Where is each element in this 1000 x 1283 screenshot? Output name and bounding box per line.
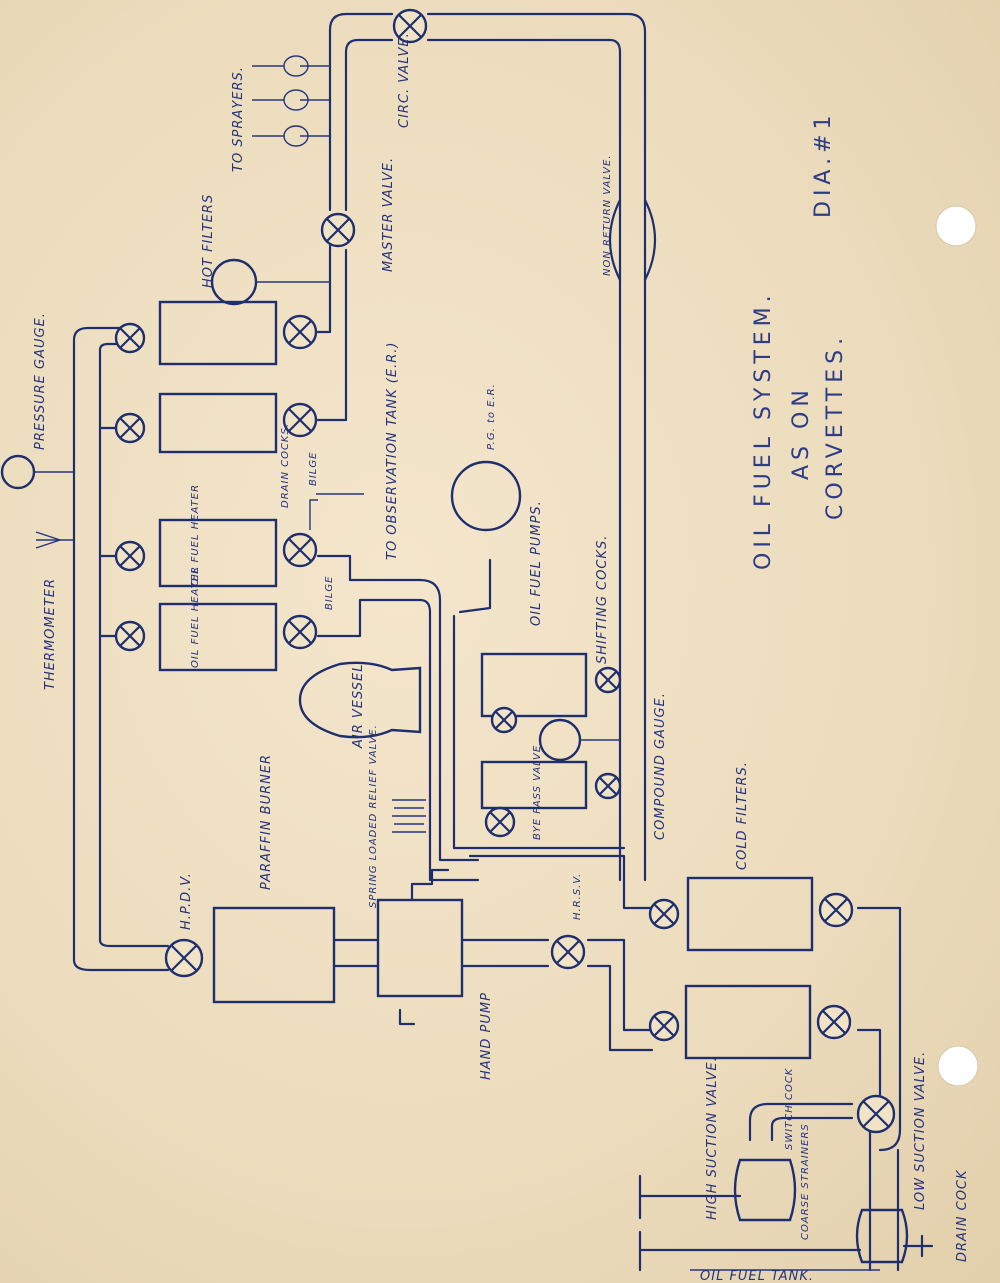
title-line2: AS ON xyxy=(789,385,814,480)
title-main: OIL FUEL SYSTEM. xyxy=(751,290,776,570)
sprayer-3 xyxy=(252,125,309,147)
shifting-cock-3 xyxy=(594,772,622,800)
label-hrsv: H.R.S.V. xyxy=(572,873,583,920)
label-cold-filters: COLD FILTERS. xyxy=(735,761,750,870)
drain-cock xyxy=(902,1234,934,1258)
oil-fuel-heater-2 xyxy=(158,602,278,672)
label-pressure-gauge: PRESSURE GAUGE. xyxy=(33,312,48,450)
title-line3: CORVETTES. xyxy=(823,333,848,520)
pipework xyxy=(34,12,902,1272)
label-oil-fuel-tank: OIL FUEL TANK. xyxy=(700,1269,814,1283)
spring-relief-valve xyxy=(392,799,426,833)
coarse-strainer-1 xyxy=(733,1158,797,1222)
label-hot-filters: HOT FILTERS xyxy=(201,194,216,288)
label-air-vessel: AIR VESSEL xyxy=(351,664,366,750)
shifting-cock-2 xyxy=(490,706,518,734)
label-drain-cocks: DRAIN COCKS. xyxy=(280,423,291,508)
hot-filter-2 xyxy=(158,392,278,454)
labels: OIL FUEL SYSTEM. AS ON CORVETTES. DIA.#1… xyxy=(33,32,970,1283)
hand-pump-foot xyxy=(398,1008,416,1026)
cold-filter-valve-3 xyxy=(648,1010,680,1042)
hand-pump-box xyxy=(376,898,464,998)
switch-cock-valve xyxy=(856,1094,896,1134)
label-non-return-valve: NON RETURN VALVE. xyxy=(602,155,613,277)
hot-filter-valve-3 xyxy=(114,412,146,444)
label-oil-fuel-pumps: OIL FUEL PUMPS. xyxy=(529,500,544,626)
components xyxy=(0,55,934,1272)
er-pressure-gauge xyxy=(450,460,522,532)
heater-valve-4 xyxy=(282,614,318,650)
cold-filter-valve-1 xyxy=(648,898,680,930)
label-high-suction-valve: HIGH SUCTION VALVE. xyxy=(705,1056,720,1220)
label-thermometer: THERMOMETER xyxy=(43,578,58,690)
label-circ-valve: CIRC. VALVE. xyxy=(397,32,412,128)
sprayer-1 xyxy=(252,55,309,77)
label-coarse-strainers: COARSE STRAINERS xyxy=(800,1123,811,1240)
air-vessel xyxy=(298,661,422,739)
compound-gauge xyxy=(538,718,582,762)
hpdv-valve xyxy=(164,938,204,978)
valves xyxy=(114,8,896,1134)
label-gauge-er: P.G. to E.R. xyxy=(486,383,497,450)
hrsv-valve xyxy=(550,934,586,970)
tank-suction-low xyxy=(638,1230,862,1272)
cold-filter-1 xyxy=(686,876,814,952)
master-valve xyxy=(320,212,356,248)
label-bye-pass-valve: BYE PASS VALVE xyxy=(532,745,543,840)
pressure-gauge xyxy=(0,454,36,490)
label-hand-pump: HAND PUMP xyxy=(479,992,494,1080)
label-master-valve: MASTER VALVE. xyxy=(381,157,396,272)
label-spring-relief-valve: SPRING LOADED RELIEF VALVE. xyxy=(368,724,379,908)
sprayer-2 xyxy=(252,89,309,111)
label-heater-1: OIL FUEL HEATER xyxy=(190,484,201,586)
binder-hole-bottom xyxy=(937,1045,979,1087)
hot-filter-valve-2 xyxy=(282,314,318,350)
label-bilge-top: BILGE xyxy=(308,452,319,486)
circ-valve xyxy=(392,8,428,44)
heater-valve-1 xyxy=(114,540,146,572)
hot-filter-pressure-gauge xyxy=(210,258,258,306)
heater-valve-3 xyxy=(114,620,146,652)
label-shifting-cocks: SHIFTING COCKS. xyxy=(595,535,610,664)
thermometer-bulb xyxy=(35,531,63,549)
bye-pass-valve xyxy=(484,806,516,838)
hot-filter-1 xyxy=(158,300,278,366)
paraffin-burner-box xyxy=(212,906,336,1004)
tank-suction-high xyxy=(638,1174,742,1220)
cold-filter-valve-2 xyxy=(818,892,854,928)
label-switch-cock: SWITCH COCK xyxy=(784,1067,795,1150)
binder-hole-top xyxy=(935,205,977,247)
heater-valve-2 xyxy=(282,532,318,568)
label-compound-gauge: COMPOUND GAUGE. xyxy=(653,692,668,840)
label-hpdv: H.P.D.V. xyxy=(179,872,194,930)
label-to-sprayers: TO SPRAYERS. xyxy=(231,66,246,172)
shifting-cock-1 xyxy=(594,666,622,694)
hand-pump-handle xyxy=(410,868,450,902)
label-heater-2: OIL FUEL HEATER xyxy=(190,566,201,668)
oil-fuel-pump-2 xyxy=(480,760,588,810)
oil-fuel-pump-1 xyxy=(480,652,588,718)
label-paraffin-burner: PARAFFIN BURNER xyxy=(259,754,274,890)
oil-fuel-heater-1 xyxy=(158,518,278,588)
cold-filter-2 xyxy=(684,984,812,1060)
diagram-number: DIA.#1 xyxy=(811,110,836,218)
hot-filter-valve-4 xyxy=(282,402,318,438)
cold-filter-valve-4 xyxy=(816,1004,852,1040)
label-low-suction-valve: LOW SUCTION VALVE. xyxy=(913,1051,928,1210)
label-bilge-bottom: BILGE xyxy=(324,576,335,610)
label-to-observation-tank: TO OBSERVATION TANK (E.R.) xyxy=(385,342,400,560)
coarse-strainer-2 xyxy=(855,1208,909,1264)
hot-filter-valve-1 xyxy=(114,322,146,354)
label-drain-cock: DRAIN COCK xyxy=(955,1169,970,1262)
